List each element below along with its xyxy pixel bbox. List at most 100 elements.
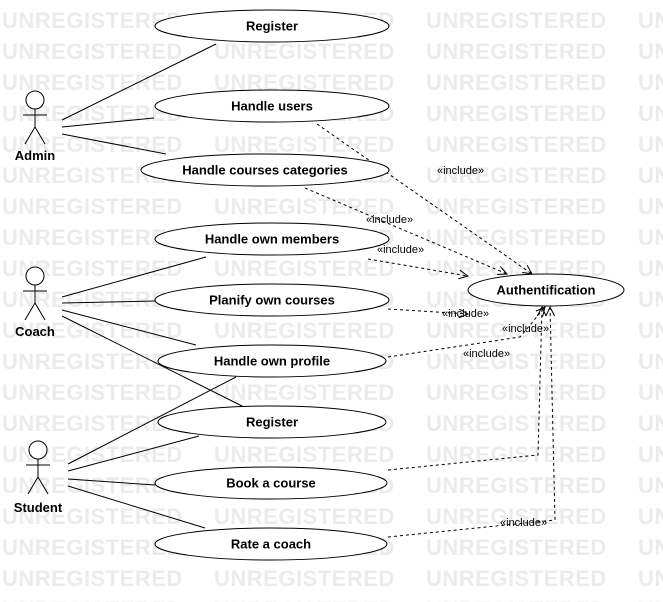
watermark-text: UNREGISTERED xyxy=(2,597,183,602)
association-admin-handle-courses-categories xyxy=(61,133,167,155)
watermark-text: UNREGISTERED xyxy=(638,39,663,64)
association-student-book-a-course xyxy=(67,478,156,486)
use-case-label: Handle own profile xyxy=(214,354,330,369)
watermark-text: UNREGISTERED xyxy=(214,442,395,467)
watermark-text: UNREGISTERED xyxy=(2,70,183,95)
watermark-text: UNREGISTERED xyxy=(638,349,663,374)
watermark-text: UNREGISTERED xyxy=(214,380,395,405)
use-case-label: Rate a coach xyxy=(231,537,311,552)
actor-left-leg xyxy=(27,476,39,495)
watermark-text: UNREGISTERED xyxy=(426,39,607,64)
watermark-text: UNREGISTERED xyxy=(426,566,607,591)
association-coach-handle-own-profile xyxy=(61,309,197,346)
watermark-text: UNREGISTERED xyxy=(426,442,607,467)
include-handle-courses-categories xyxy=(304,187,508,275)
include-label: «include» xyxy=(502,323,549,335)
watermark-text: UNREGISTERED xyxy=(214,132,395,157)
watermark-text: UNREGISTERED xyxy=(426,132,607,157)
watermark-text: UNREGISTERED xyxy=(426,163,607,188)
use-case-ellipse xyxy=(154,89,390,123)
use-case-ellipse xyxy=(154,9,390,43)
include-rate-a-coach xyxy=(387,306,556,538)
watermark-text: UNREGISTERED xyxy=(426,380,607,405)
actor-coach[interactable]: Coach xyxy=(15,266,55,339)
include-label: «include» xyxy=(500,517,547,529)
watermark-text: UNREGISTERED xyxy=(214,194,395,219)
watermark-text: UNREGISTERED xyxy=(426,8,607,33)
use-case-label: Authentification xyxy=(497,283,596,298)
use-case-register-shared[interactable]: Register xyxy=(157,405,387,439)
watermark-text: UNREGISTERED xyxy=(2,39,183,64)
watermark-text: UNREGISTERED xyxy=(638,287,663,312)
watermark-text: UNREGISTERED xyxy=(2,504,183,529)
use-case-handle-own-profile[interactable]: Handle own profile xyxy=(157,344,387,378)
associations-layer xyxy=(61,43,245,529)
include-label: «include» xyxy=(437,165,484,177)
use-case-book-a-course[interactable]: Book a course xyxy=(154,466,388,500)
watermark-text: UNREGISTERED xyxy=(2,411,183,436)
include-arrowhead-handle-courses-categories xyxy=(496,266,509,275)
include-arrowhead-handle-own-profile xyxy=(535,306,546,317)
watermark-text: UNREGISTERED xyxy=(426,225,607,250)
actor-label: Admin xyxy=(15,148,56,163)
watermark-text: UNREGISTERED xyxy=(638,132,663,157)
use-case-authentification[interactable]: Authentification xyxy=(467,273,625,307)
actor-right-leg xyxy=(34,126,46,145)
watermark-text: UNREGISTERED xyxy=(426,535,607,560)
watermark-text: UNREGISTERED xyxy=(638,256,663,281)
watermark-text: UNREGISTERED xyxy=(2,194,183,219)
watermark-text: UNREGISTERED xyxy=(426,70,607,95)
watermark-text: UNREGISTERED xyxy=(638,597,663,602)
actor-right-leg xyxy=(37,476,49,495)
include-planify-own-courses xyxy=(387,308,469,315)
actor-head xyxy=(28,440,48,460)
use-case-rate-a-coach[interactable]: Rate a coach xyxy=(154,527,388,561)
includes-layer: «include»«include»«include»«include»«inc… xyxy=(304,123,556,538)
actor-admin[interactable]: Admin xyxy=(15,90,56,163)
association-student-handle-own-profile xyxy=(67,376,237,465)
actor-head xyxy=(25,90,45,110)
use-case-handle-own-members[interactable]: Handle own members xyxy=(154,222,390,256)
association-admin-register-admin xyxy=(61,43,217,121)
actor-label: Student xyxy=(14,500,63,515)
watermark-text: UNREGISTERED xyxy=(426,473,607,498)
watermark-text: UNREGISTERED xyxy=(2,132,183,157)
watermark-text: UNREGISTERED xyxy=(2,380,183,405)
watermark-text: UNREGISTERED xyxy=(638,535,663,560)
watermark-text: UNREGISTERED xyxy=(2,349,183,374)
watermark-text: UNREGISTERED xyxy=(638,194,663,219)
include-handle-own-members xyxy=(367,258,469,277)
use-case-ellipse xyxy=(154,527,388,561)
include-arrowhead-planify-own-courses xyxy=(458,308,470,319)
watermark-text: UNREGISTERED xyxy=(214,256,395,281)
watermark-text: UNREGISTERED xyxy=(214,318,395,343)
association-student-register-shared xyxy=(67,435,200,472)
watermark-text: UNREGISTERED xyxy=(426,411,607,436)
use-case-label: Register xyxy=(246,415,298,430)
actor-student[interactable]: Student xyxy=(14,440,63,515)
watermark-text: UNREGISTERED xyxy=(638,163,663,188)
include-label: «include» xyxy=(463,348,510,360)
watermark-text: UNREGISTERED xyxy=(2,535,183,560)
use-case-ellipse xyxy=(140,153,390,187)
actor-left-leg xyxy=(24,126,36,145)
watermark-text: UNREGISTERED xyxy=(2,225,183,250)
watermark-text: UNREGISTERED xyxy=(638,442,663,467)
use-case-planify-own-courses[interactable]: Planify own courses xyxy=(154,283,390,317)
actor-right-leg xyxy=(34,302,46,321)
watermark-text: UNREGISTERED xyxy=(638,318,663,343)
watermark-text: UNREGISTERED xyxy=(214,566,395,591)
actor-label: Coach xyxy=(15,324,55,339)
use-case-handle-users[interactable]: Handle users xyxy=(154,89,390,123)
association-student-rate-a-coach xyxy=(67,485,206,529)
watermark-text: UNREGISTERED xyxy=(2,8,183,33)
use-case-register-admin[interactable]: Register xyxy=(154,9,390,43)
watermark-text: UNREGISTERED xyxy=(638,70,663,95)
use-case-label: Planify own courses xyxy=(209,293,335,308)
use-case-label: Book a course xyxy=(226,476,316,491)
use-case-handle-courses-categories[interactable]: Handle courses categories xyxy=(140,153,390,187)
include-arrowhead-rate-a-coach xyxy=(545,305,556,317)
include-arrowhead-handle-own-members xyxy=(458,269,470,280)
